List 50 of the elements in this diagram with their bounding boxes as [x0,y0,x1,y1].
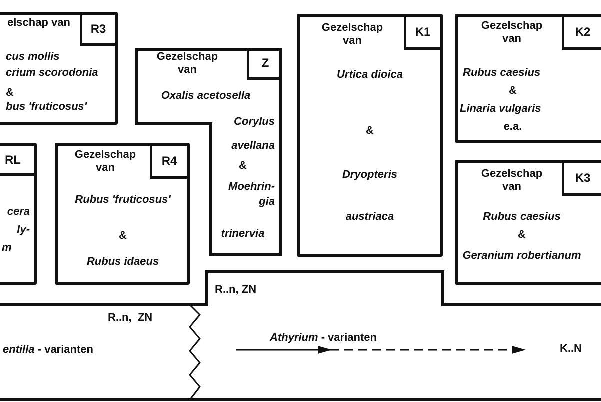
species-name: Rubus caesius [482,211,562,224]
species-name: Rubus idaeus [86,256,160,269]
box-heading: elschap van [6,17,72,30]
species-name: Corylus avellana [230,115,275,154]
code-label: R..n, ZN [215,284,257,296]
species-name: ly- [16,224,30,237]
vegetation-box [0,143,37,285]
box-heading: Gezelschap van [320,22,384,48]
vegetation-box [297,14,443,257]
code-tag: R4 [150,146,187,179]
species-name: Dryopteris [341,169,399,182]
ampersand: & [118,230,128,243]
vegetation-box [0,12,118,125]
vegetation-box [455,14,601,143]
species-name: bus 'fruticosus' [6,101,88,114]
code-tag: K3 [562,163,601,196]
zone-label: Athyrium - varianten [270,332,378,345]
vegetation-box [55,143,190,285]
box-heading: Gezelschap van [480,20,544,46]
vegetation-box [455,160,601,285]
code-tag: Z [247,48,282,80]
species-name: Geranium robertianum [462,249,582,264]
code-tag: K1 [404,17,440,50]
species-name: Rubus 'fruticosus' [74,194,172,207]
box-heading: Gezelschap van [74,149,138,175]
ampersand: & [517,229,527,242]
ampersand: & [6,87,15,100]
ampersand: & [365,125,375,138]
species-name: cera [6,206,30,219]
code-tag: RL [0,146,34,176]
code-label: K..N [560,343,582,355]
species-name: m [2,242,13,255]
species-name: crium scorodonia [6,67,100,80]
species-name: Moehrin-gia [228,180,275,210]
ampersand: & [238,160,248,173]
zone-label: entilla - varianten [3,344,94,357]
species-name: Urtica dioica [336,69,404,82]
species-name: austriaca [344,211,396,224]
box-heading: Gezelschap van [480,168,544,194]
box-heading: Gezelschap van [156,51,220,77]
species-name: trinervia [220,228,266,241]
species-name: Linaria vulgaris [460,103,542,116]
species-name: Rubus caesius [463,67,542,80]
ampersand: e.a. [502,121,524,134]
code-tag: R3 [80,15,115,46]
code-label: R..n, ZN [108,312,153,324]
species-name: cus mollis [6,51,61,64]
code-tag: K2 [562,17,601,50]
species-name: Oxalis acetosella [160,90,252,103]
ampersand: & [508,85,518,98]
